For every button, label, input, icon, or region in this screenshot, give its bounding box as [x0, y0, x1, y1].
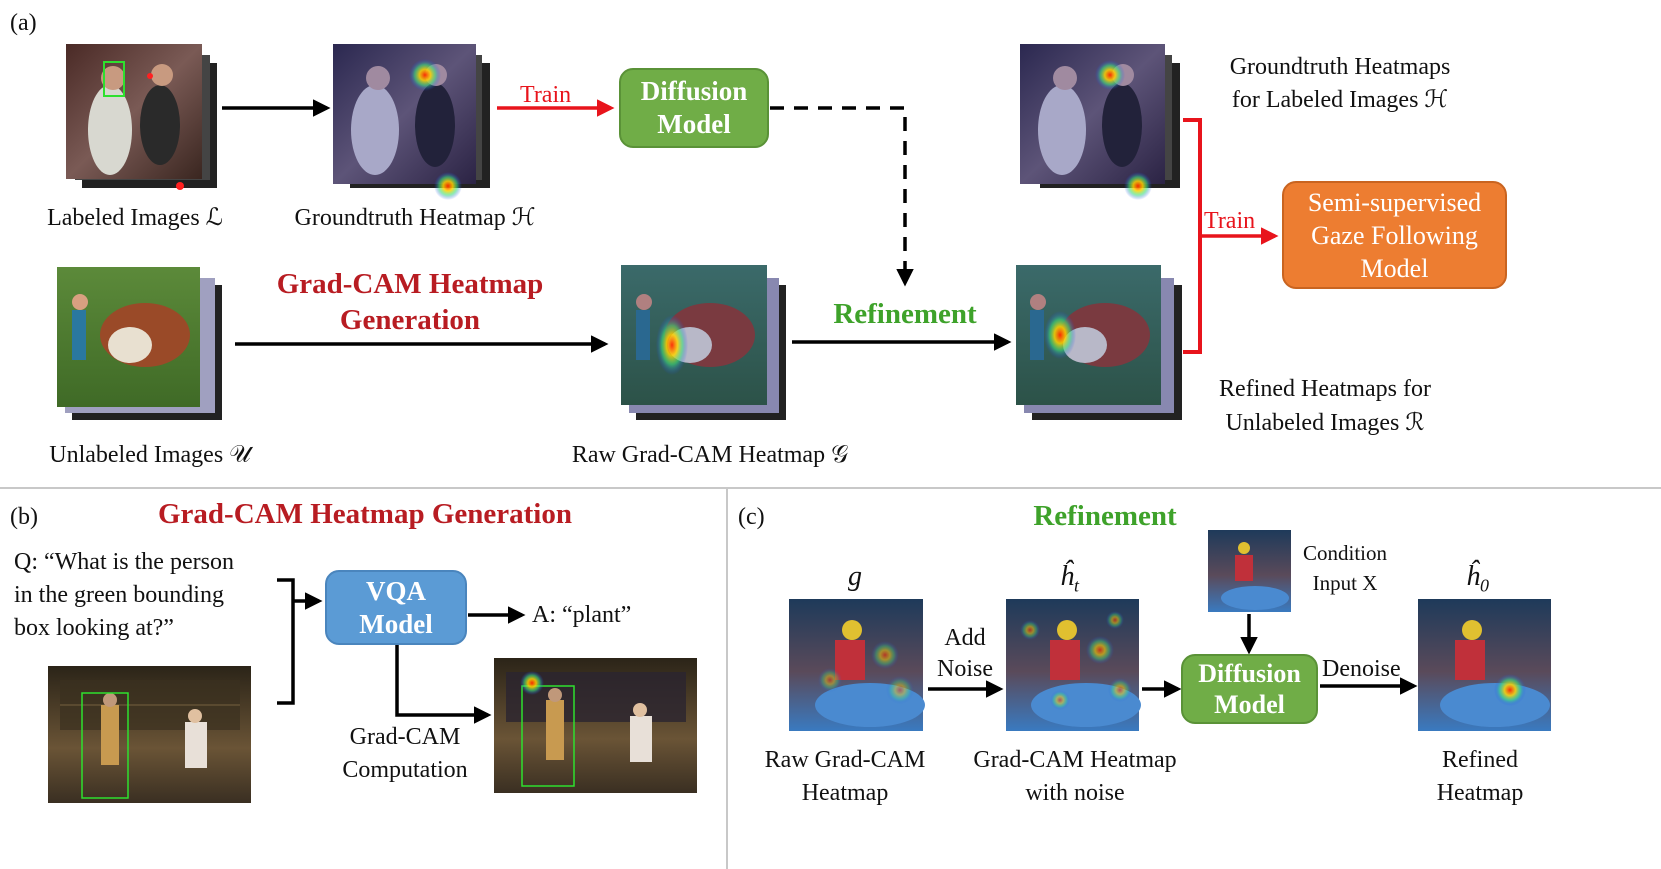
semi-line3: Model: [1360, 253, 1429, 283]
noisy-line2: with noise: [1025, 780, 1125, 806]
gradcam-gen-title-line1: Grad-CAM Heatmap: [276, 268, 544, 300]
refined-heatmaps-stack: [1016, 265, 1182, 420]
bracket-red: [1183, 118, 1202, 354]
refined-c-line1: Refined: [1442, 747, 1518, 773]
refined-heatmaps-line2: Unlabeled Images ℛ: [1225, 410, 1425, 436]
gradcam-comp-line2: Computation: [342, 757, 468, 783]
train-label-2: Train: [1204, 208, 1256, 234]
train-label-1: Train: [520, 82, 572, 108]
h0-symbol: ĥ: [1466, 561, 1480, 592]
question-line3: box looking at?”: [14, 615, 174, 641]
vqa-line2: Model: [359, 608, 433, 639]
g-symbol: g: [848, 561, 862, 592]
noisy-line1: Grad-CAM Heatmap: [973, 747, 1177, 773]
ht-symbol-wrap: ĥt: [1060, 560, 1079, 603]
question-line1: Q: “What is the person: [14, 549, 234, 575]
semi-line2: Gaze Following: [1311, 220, 1478, 250]
raw-gradcam-c-line1: Raw Grad-CAM: [764, 747, 926, 773]
add-noise-line1: Add: [944, 625, 986, 651]
answer-text: A: “plant”: [532, 602, 632, 628]
h0-sub: 0: [1480, 575, 1489, 596]
theater-image: [48, 666, 251, 803]
panel-c-title: Refinement: [1033, 500, 1177, 532]
raw-gradcam-climb: [789, 599, 925, 731]
gt-heatmap-stack: [333, 44, 490, 200]
gt-heatmaps-labeled-line1: Groundtruth Heatmaps: [1229, 54, 1451, 80]
diffusion-model-line1: Diffusion: [640, 76, 748, 106]
raw-gradcam-c-line2: Heatmap: [801, 780, 889, 806]
diffusion-c-line1: Diffusion: [1198, 659, 1301, 688]
refined-heatmaps-line1: Refined Heatmaps for: [1219, 376, 1431, 402]
panel-c-label: (c): [738, 504, 765, 530]
ht-sub: t: [1074, 575, 1080, 596]
bracket-question: [277, 578, 295, 705]
diffusion-model-line2: Model: [657, 109, 731, 139]
unlabeled-images-stack: [57, 267, 222, 420]
panel-b-label: (b): [10, 504, 38, 530]
semi-line1: Semi-supervised: [1307, 187, 1482, 217]
panel-a-label: (a): [10, 10, 37, 36]
question-line2: in the green bounding: [14, 582, 224, 608]
refined-c-line2: Heatmap: [1436, 780, 1524, 806]
condition-line2: Input X: [1312, 571, 1378, 595]
h0-symbol-wrap: ĥ0: [1466, 560, 1489, 603]
theater-heatmap-image: [494, 658, 697, 793]
unlabeled-images-caption: Unlabeled Images 𝒰: [49, 442, 251, 468]
raw-gradcam-caption: Raw Grad-CAM Heatmap 𝒢: [571, 442, 849, 468]
gt-heatmaps-labeled-stack: [1020, 44, 1180, 200]
diffusion-c-line2: Model: [1214, 690, 1285, 719]
raw-gradcam-stack: [621, 265, 786, 420]
gradcam-comp-line1: Grad-CAM: [349, 724, 461, 750]
gradcam-gen-title-line2: Generation: [339, 304, 481, 336]
gt-heatmap-caption: Groundtruth Heatmap ℋ: [294, 205, 536, 231]
vqa-line1: VQA: [366, 575, 426, 606]
add-noise-line2: Noise: [937, 656, 993, 682]
refinement-title-a: Refinement: [833, 298, 977, 330]
noisy-gradcam-climb: [1006, 599, 1141, 731]
condition-line1: Condition: [1302, 541, 1387, 565]
arrow-diffusion-dashed: [770, 106, 914, 287]
ht-symbol: ĥ: [1060, 561, 1074, 592]
denoise-label: Denoise: [1322, 656, 1401, 682]
labeled-images-caption: Labeled Images ℒ: [47, 205, 223, 231]
panel-b-title: Grad-CAM Heatmap Generation: [158, 498, 572, 530]
arrow-gradcam-computation: [395, 645, 492, 724]
condition-input-climb: [1208, 530, 1291, 612]
labeled-images-stack: [66, 44, 217, 190]
gt-heatmaps-labeled-line2: for Labeled Images ℋ: [1231, 87, 1449, 113]
refined-heatmap-climb: [1418, 599, 1551, 731]
